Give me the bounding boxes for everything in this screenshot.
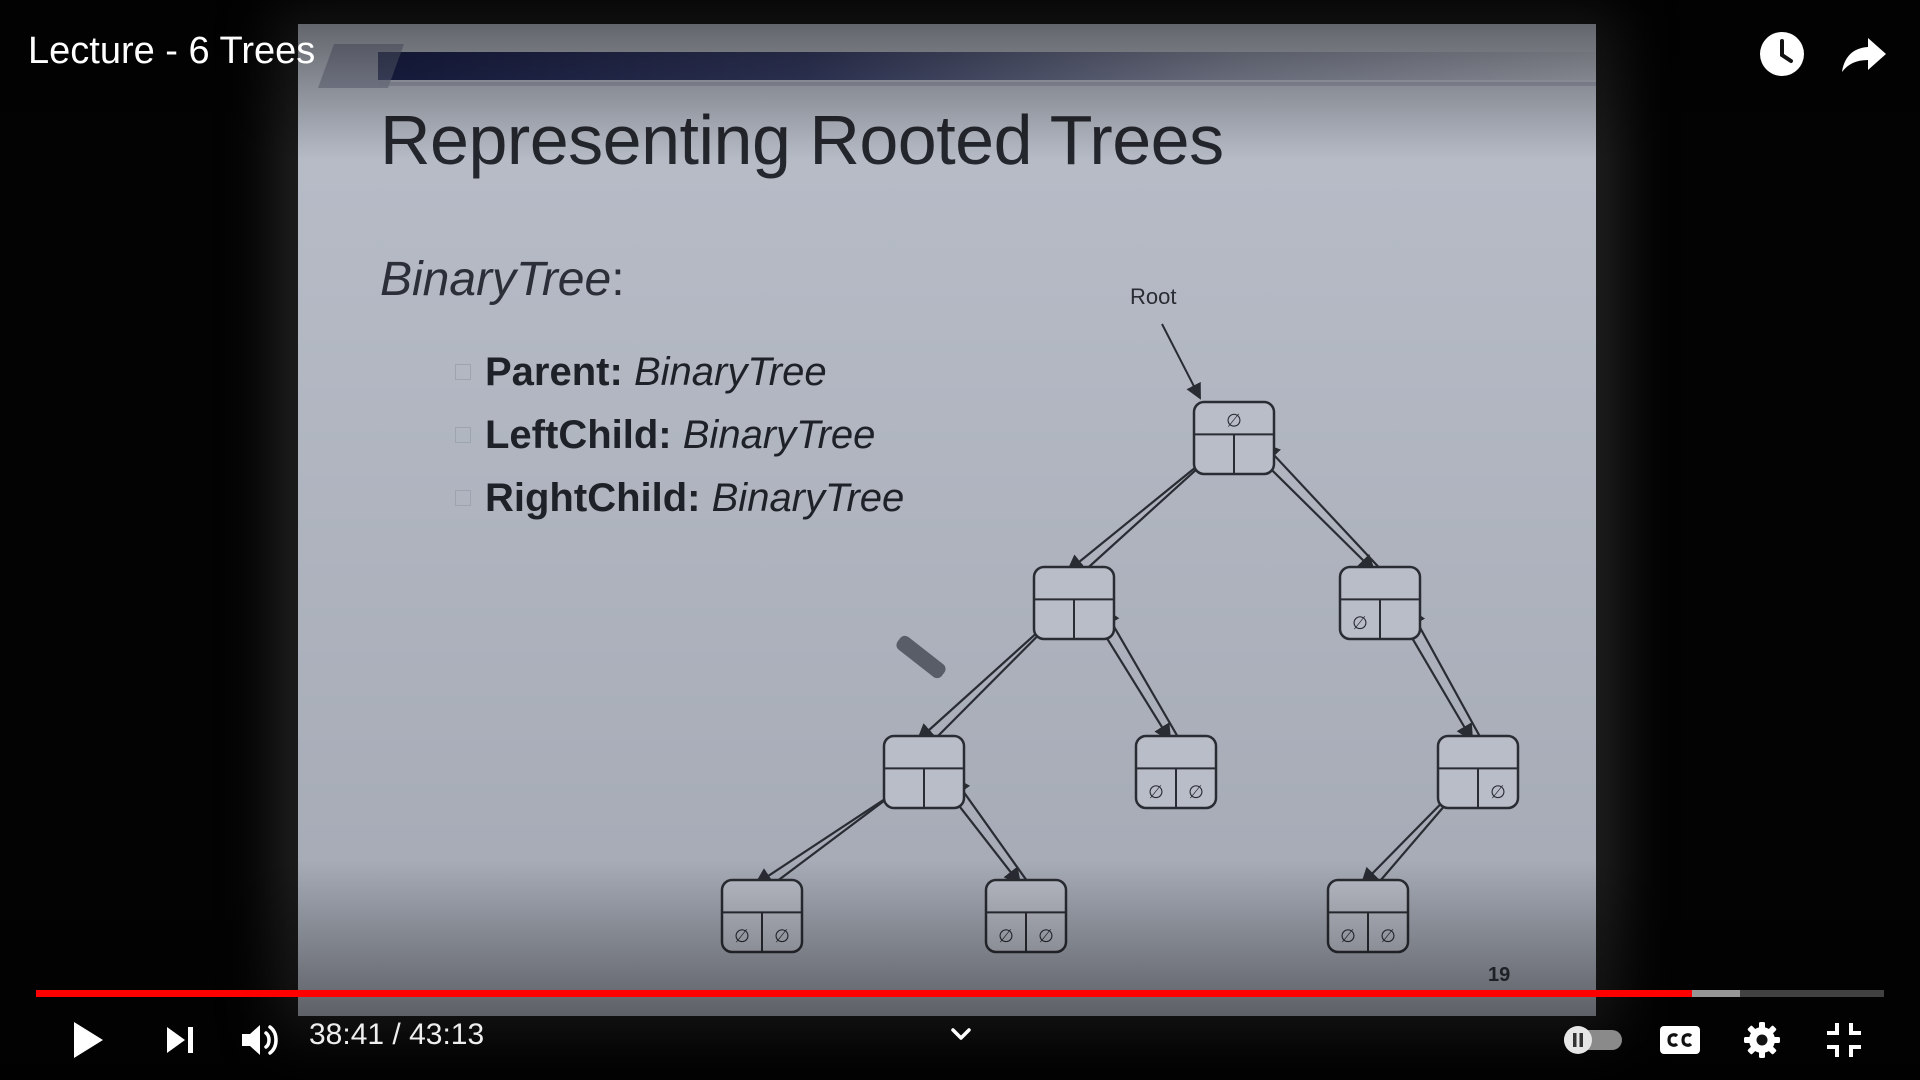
play-button[interactable] [62,1014,114,1066]
slide-subtitle: BinaryTree: [380,252,625,307]
cc-icon [1660,1026,1700,1054]
top-overlay [0,0,1920,160]
root-label: Root [1130,284,1176,309]
chapters-chevron-button[interactable] [944,1018,978,1052]
null-right-pointer: ∅ [1188,782,1204,803]
field-parent: Parent: BinaryTree [455,350,827,395]
gear-icon [1744,1022,1780,1058]
autoplay-toggle[interactable] [1560,1014,1626,1066]
null-left-pointer: ∅ [1352,613,1368,634]
field-left-child: LeftChild: BinaryTree [455,413,876,458]
tree-node [1032,565,1116,641]
next-button[interactable] [154,1014,206,1066]
play-icon [74,1022,103,1058]
parent-pointer-arrow [1102,607,1183,745]
video-title[interactable]: Lecture - 6 Trees [28,30,316,72]
settings-button[interactable] [1736,1014,1788,1066]
child-pointer-arrow [916,616,1055,742]
progress-bar[interactable] [36,990,1884,997]
volume-icon [242,1025,278,1055]
bullet-mark [455,490,471,506]
parent-pointer-arrow [1262,442,1387,576]
subtitle-colon: : [611,253,625,306]
chevron-down-icon [951,1028,971,1040]
field-name: Parent: [485,350,623,394]
null-left-pointer: ∅ [1148,782,1164,803]
field-type: BinaryTree [633,350,827,394]
field-name: RightChild: [485,476,701,520]
captions-button[interactable] [1654,1014,1706,1066]
fullscreen-button[interactable] [1818,1014,1870,1066]
tree-node: ∅ [1338,565,1422,641]
root-pointer [1161,323,1201,400]
child-pointer-arrow [1066,451,1215,573]
field-right-child: RightChild: BinaryTree [455,476,905,521]
skip-next-icon [167,1027,193,1053]
parent-pointer-arrow [1408,607,1485,745]
share-button[interactable] [1838,28,1890,80]
tree-node: ∅ [1192,400,1276,476]
current-time: 38:41 [309,1018,385,1051]
volume-button[interactable] [234,1014,286,1066]
subtitle-text: BinaryTree [380,253,612,306]
null-parent-pointer: ∅ [1226,410,1242,431]
duration: 43:13 [409,1018,485,1051]
field-type: BinaryTree [682,413,876,457]
child-pointer-arrow [1253,451,1376,573]
share-arrow-icon [1842,38,1886,72]
time-separator: / [384,1018,410,1051]
tree-node [882,734,966,810]
field-type: BinaryTree [711,476,905,520]
bullet-mark [455,364,471,380]
lecture-slide: Representing Rooted Trees BinaryTree: Pa… [298,24,1596,1016]
null-right-pointer: ∅ [1490,782,1506,803]
bullet-mark [455,427,471,443]
time-display: 38:41 / 43:13 [309,1018,484,1052]
clock-icon [1760,32,1804,76]
autoplay-toggle-icon [1564,1026,1622,1054]
watch-later-button[interactable] [1756,28,1808,80]
progress-played [36,990,1692,997]
exit-fullscreen-icon [1827,1023,1861,1057]
field-name: LeftChild: [485,413,672,457]
tree-node: ∅∅ [1134,734,1218,810]
tree-node: ∅ [1436,734,1520,810]
